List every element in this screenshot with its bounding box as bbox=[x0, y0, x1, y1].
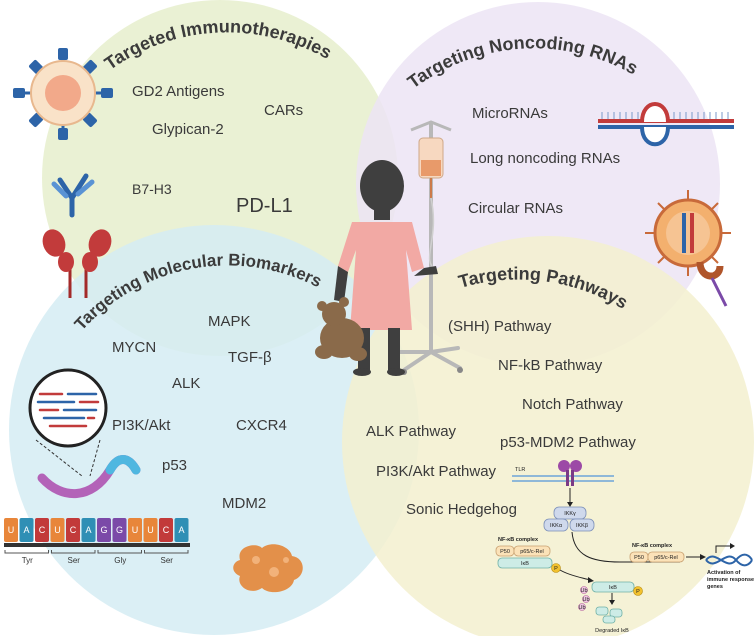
term-mdm2: MDM2 bbox=[222, 495, 266, 512]
term-notch-pathway: Notch Pathway bbox=[522, 396, 623, 413]
base-c-block bbox=[66, 518, 80, 542]
codon-bracket bbox=[97, 550, 142, 554]
term-mapk: MAPK bbox=[208, 313, 251, 330]
codon-bracket bbox=[144, 550, 189, 554]
degraded-ikb-label: Degraded IκB bbox=[595, 628, 629, 634]
term-alk-pathway: ALK Pathway bbox=[366, 423, 457, 440]
term-glypican2: Glypican-2 bbox=[152, 121, 224, 138]
term-cxcr4: CXCR4 bbox=[236, 417, 287, 434]
p65-right-label: p65/c-Rel bbox=[654, 555, 678, 561]
protein-blob-icon bbox=[233, 544, 303, 593]
base-letter: C bbox=[70, 525, 77, 535]
base-u-block bbox=[4, 518, 18, 542]
biomarkers-circle bbox=[9, 225, 419, 635]
p50-left-label: P50 bbox=[500, 549, 510, 555]
term-micrornas: MicroRNAs bbox=[472, 105, 548, 122]
term-nfkb-pathway: NF-kB Pathway bbox=[498, 357, 603, 374]
p65-left-label: p65/c-Rel bbox=[520, 549, 544, 555]
activation-line-3: genes bbox=[707, 584, 723, 590]
term-circrnas: Circular RNAs bbox=[468, 200, 563, 217]
antibody-icon bbox=[51, 173, 95, 218]
rna-hairpin-icon bbox=[598, 102, 734, 147]
base-letter: C bbox=[163, 525, 170, 535]
base-g-block bbox=[97, 518, 111, 542]
nfkb-complex-left-label: NF-κB complex bbox=[498, 537, 539, 543]
base-letter: G bbox=[116, 525, 123, 535]
ikb-left-label: IκB bbox=[521, 561, 529, 567]
base-letter: A bbox=[85, 525, 91, 535]
base-c-block bbox=[159, 518, 173, 542]
tlr-label: TLR bbox=[515, 467, 525, 473]
nfkb-complex-right-label: NF-κB complex bbox=[632, 543, 673, 549]
term-pi3k: PI3K/Akt bbox=[112, 417, 171, 434]
base-u-block bbox=[143, 518, 158, 542]
tlr-receptor-icon bbox=[558, 460, 582, 486]
phospho-left-label: P bbox=[554, 566, 558, 572]
amino-acid-label: Ser bbox=[68, 556, 81, 565]
amino-acid-label: Gly bbox=[114, 556, 126, 565]
base-letter: G bbox=[100, 525, 107, 535]
term-mycn: MYCN bbox=[112, 339, 156, 356]
ikk-beta-label: IKKβ bbox=[576, 523, 588, 529]
receptor-icon bbox=[42, 229, 112, 298]
immune-cell-icon bbox=[13, 48, 113, 140]
patient-figure-icon bbox=[334, 160, 438, 376]
term-p53: p53 bbox=[162, 457, 187, 474]
term-p53mdm2-pathway: p53-MDM2 Pathway bbox=[500, 434, 636, 451]
base-a-block bbox=[174, 518, 189, 542]
base-letter: U bbox=[54, 525, 61, 535]
pathways-circle bbox=[342, 236, 754, 636]
base-c-block bbox=[35, 518, 49, 542]
ub-label-2: Ub bbox=[582, 597, 589, 603]
codon-backbone bbox=[4, 543, 190, 547]
dna-gene-icon bbox=[705, 543, 753, 567]
term-lncrnas: Long noncoding RNAs bbox=[470, 150, 620, 167]
base-letter: U bbox=[132, 525, 139, 535]
term-b7h3: B7-H3 bbox=[132, 181, 172, 197]
sequencing-magnifier-icon bbox=[28, 368, 141, 498]
activation-line-2: immune response bbox=[707, 577, 754, 583]
base-letter: A bbox=[23, 525, 29, 535]
ub-label-1: Ub bbox=[580, 588, 587, 594]
ikb-mid-label: IκB bbox=[609, 585, 617, 591]
teddy-bear-icon bbox=[315, 297, 367, 361]
base-a-block bbox=[81, 518, 96, 542]
codon-bracket bbox=[51, 550, 96, 554]
base-letter: U bbox=[8, 525, 15, 535]
base-letter: C bbox=[39, 525, 46, 535]
base-letter: A bbox=[178, 525, 184, 535]
amino-acid-label: Ser bbox=[161, 556, 174, 565]
term-gd2: GD2 Antigens bbox=[132, 83, 225, 100]
term-shh-pathway: (SHH) Pathway bbox=[448, 318, 552, 335]
term-cars: CARs bbox=[264, 102, 303, 119]
base-a-block bbox=[19, 518, 34, 542]
iv-stand-icon bbox=[398, 120, 463, 375]
ub-label-3: Ub bbox=[578, 605, 585, 611]
base-g-block bbox=[112, 518, 127, 542]
term-alk: ALK bbox=[172, 375, 200, 392]
nfkb-pathway-diagram: TLR IKKγ IKKα IKKβ NF-κB complex P50 p65… bbox=[495, 460, 754, 634]
term-pi3k-pathway: PI3K/Akt Pathway bbox=[376, 463, 497, 480]
amino-acid-label: Tyr bbox=[22, 556, 33, 565]
base-u-block bbox=[50, 518, 65, 542]
term-tgfb: TGF-β bbox=[228, 349, 272, 366]
ikk-gamma-label: IKKγ bbox=[564, 511, 576, 517]
base-u-block bbox=[128, 518, 142, 542]
degraded-ikb-icon bbox=[595, 606, 623, 624]
exosome-icon bbox=[645, 190, 731, 307]
phospho-mid-label: P bbox=[636, 589, 640, 595]
base-letter: U bbox=[147, 525, 154, 535]
p50-right-label: P50 bbox=[634, 555, 644, 561]
activation-line-1: Activation of bbox=[707, 570, 740, 576]
ikk-alpha-label: IKKα bbox=[550, 523, 563, 529]
codon-bracket bbox=[4, 550, 49, 554]
term-sonic-hedgehog: Sonic Hedgehog bbox=[406, 501, 517, 518]
term-pdl1: PD-L1 bbox=[236, 195, 293, 217]
